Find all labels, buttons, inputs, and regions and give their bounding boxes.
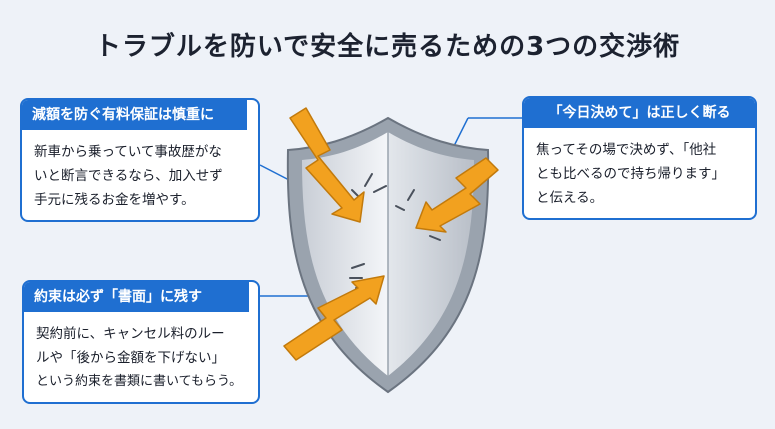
- tip-card-line: とも比べるので持ち帰ります」: [536, 166, 725, 182]
- tip-card-warranty: 減額を防ぐ有料保証は慎重に 新車から乗っていて事故歴がな いと断言できるなら、加…: [20, 98, 260, 222]
- tip-card-line: という約束を書類に書いてもらう。: [36, 374, 243, 389]
- tip-card-line: 焦ってその場で決めず、「他社: [536, 142, 717, 158]
- tip-card-line: 新車から乗っていて事故歴がな: [34, 144, 222, 160]
- tip-card-line: 手元に残るお金を増やす。: [34, 192, 195, 208]
- tip-card-line: いと断言できるなら、加入せず: [34, 168, 223, 184]
- tip-card-body: 契約前に、キャンセル料のルー ルや「後から金額を下げない」 という約束を書類に書…: [24, 312, 258, 402]
- lightning-arrow-icon: [289, 107, 365, 223]
- tip-card-refuse: 「今日決めて」は正しく断る 焦ってその場で決めず、「他社 とも比べるので持ち帰り…: [522, 96, 757, 220]
- tip-card-heading: 約束は必ず「書面」に残す: [24, 282, 249, 312]
- page-title: トラブルを防いで安全に売るための3つの交渉術: [94, 32, 681, 62]
- lightning-arrow-icon: [415, 157, 499, 233]
- tip-card-written: 約束は必ず「書面」に残す 契約前に、キャンセル料のルー ルや「後から金額を下げな…: [22, 280, 260, 404]
- tip-card-line: と伝える。: [536, 190, 604, 206]
- tip-card-heading: 「今日決めて」は正しく断る: [524, 98, 755, 128]
- tip-card-heading: 減額を防ぐ有料保証は慎重に: [22, 100, 247, 130]
- tip-card-line: 契約前に、キャンセル料のルー: [36, 326, 225, 342]
- tip-card-body: 焦ってその場で決めず、「他社 とも比べるので持ち帰ります」 と伝える。: [524, 128, 755, 218]
- tip-card-body: 新車から乗っていて事故歴がな いと断言できるなら、加入せず 手元に残るお金を増や…: [22, 130, 258, 220]
- lightning-arrow-icon: [283, 275, 385, 361]
- tip-card-line: ルや「後から金額を下げない」: [36, 350, 225, 366]
